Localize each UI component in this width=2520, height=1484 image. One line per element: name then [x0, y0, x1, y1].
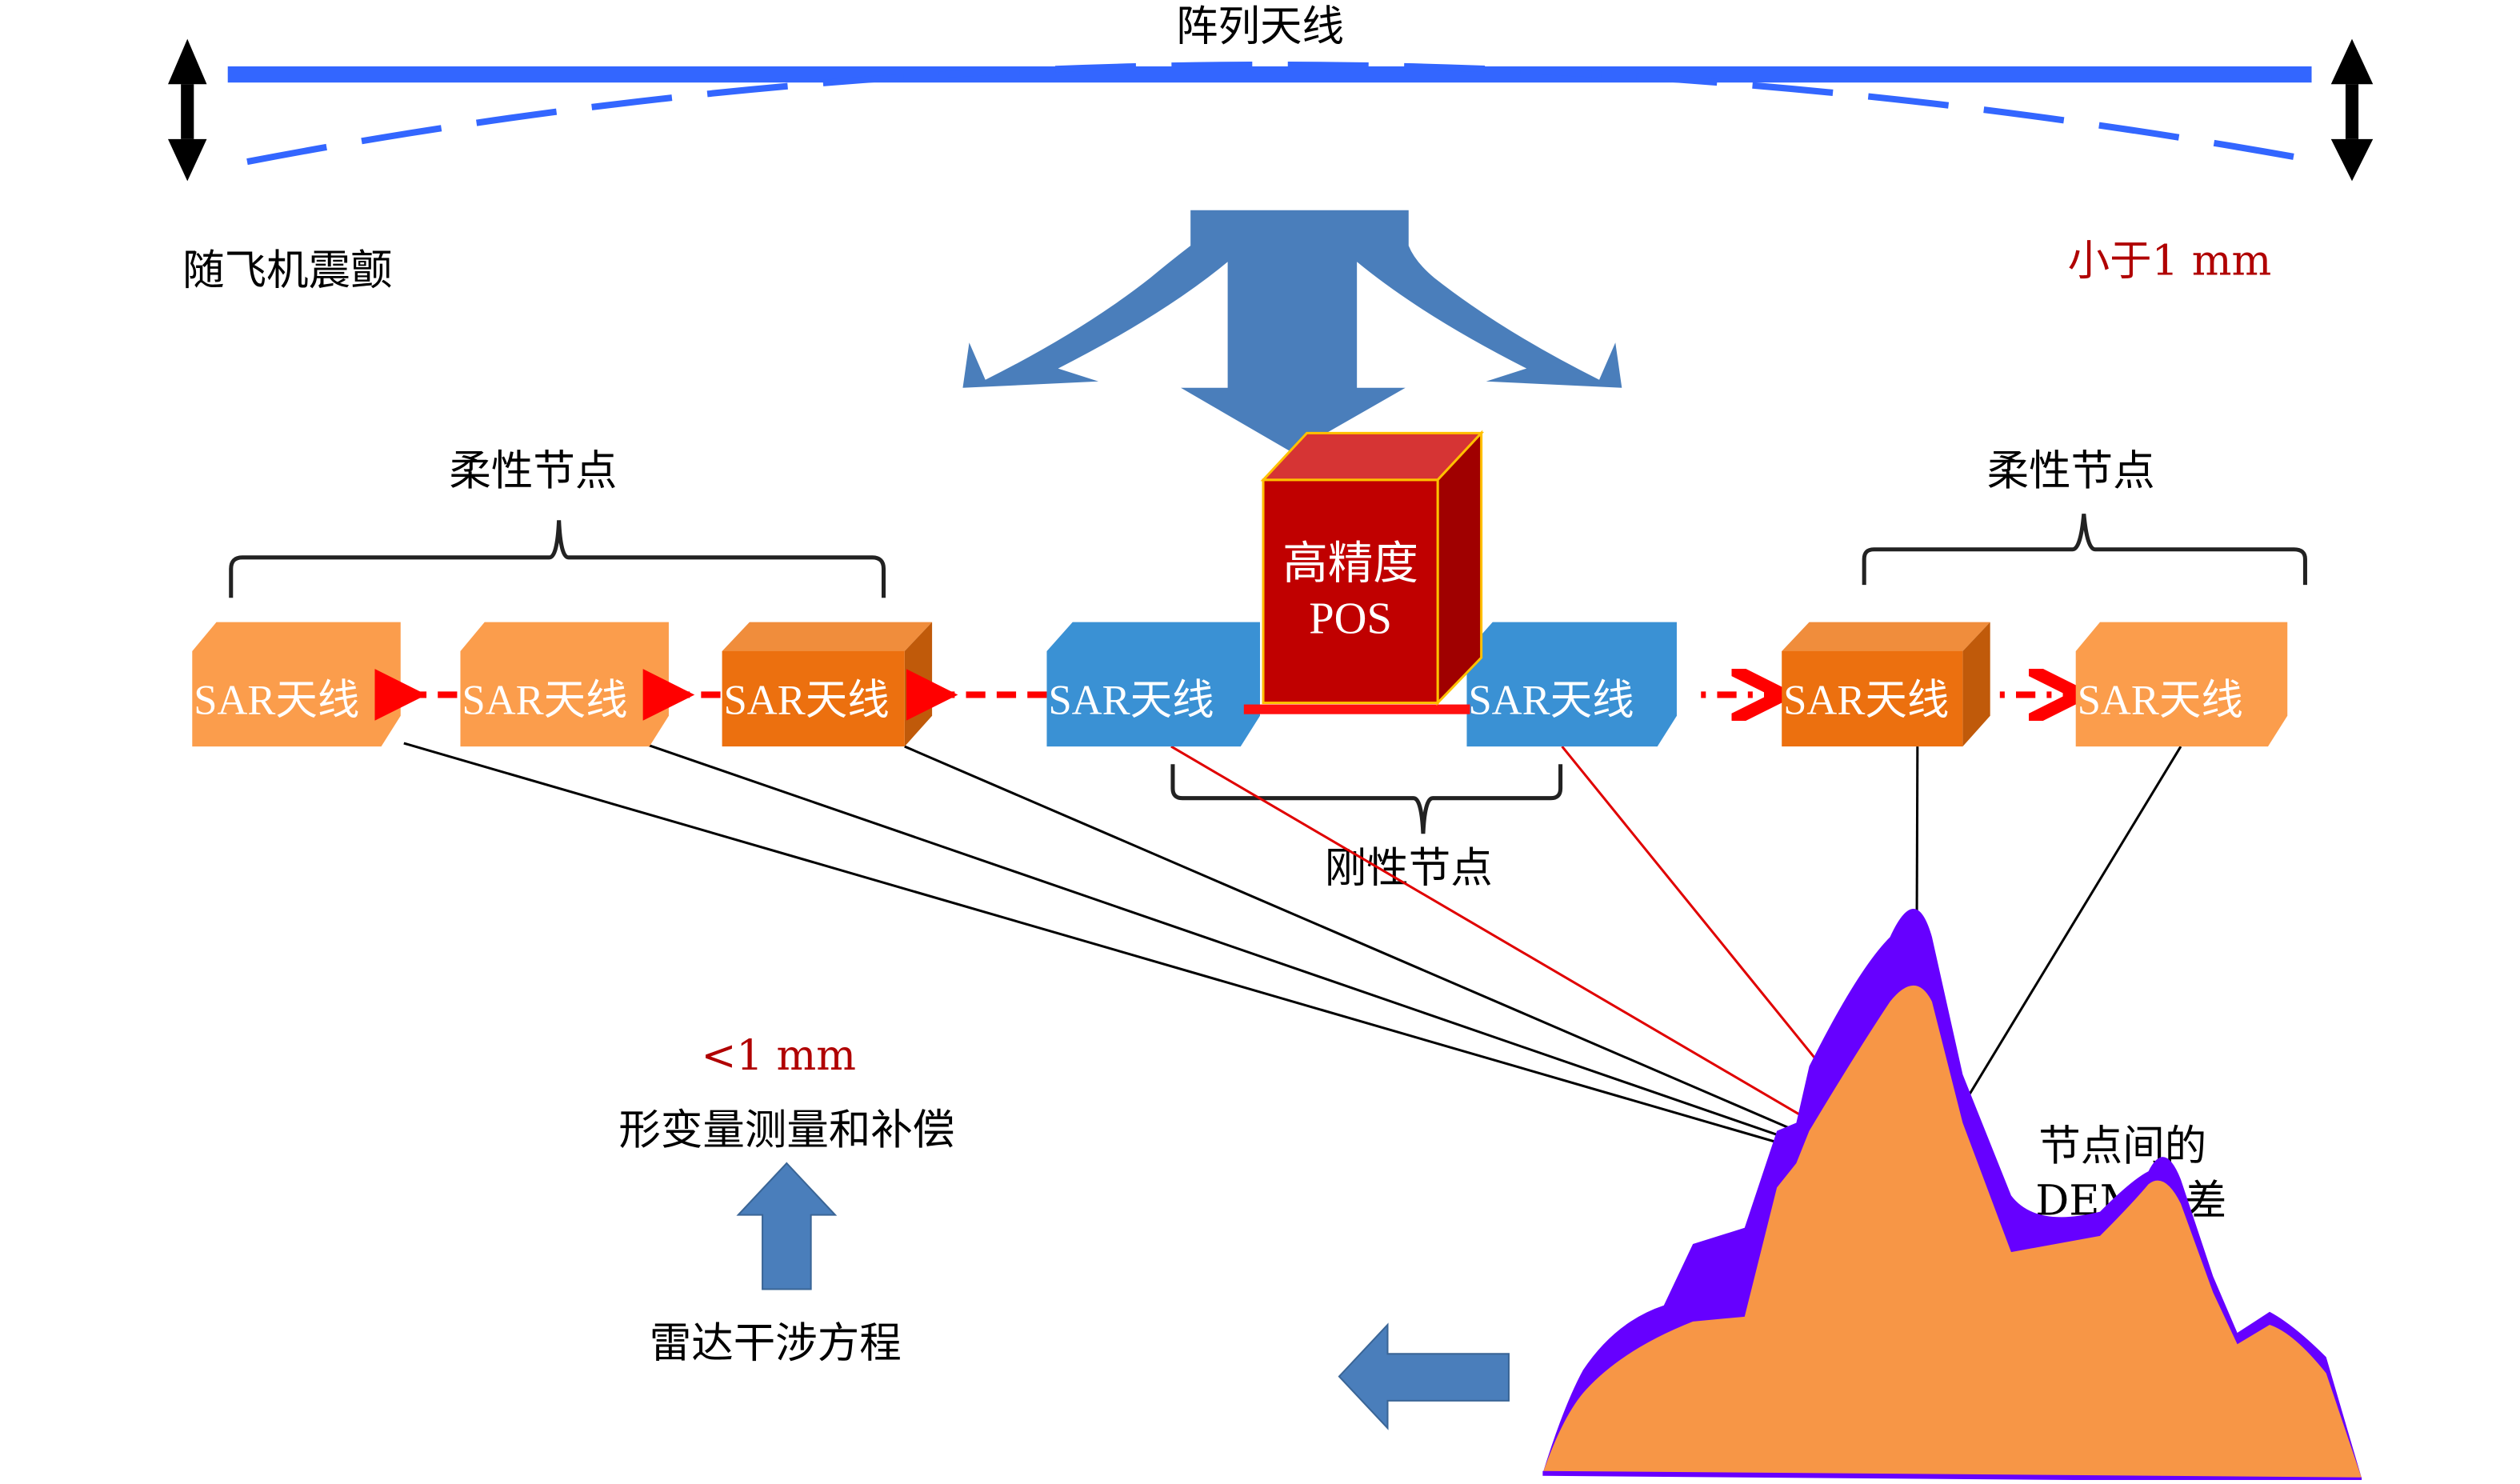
- left-arrow-icon: [1338, 1322, 1510, 1430]
- sar-antenna-label: SAR天线: [1468, 678, 1634, 724]
- sar-antenna-3: SAR天线: [722, 622, 933, 747]
- pos-label-line1: 高精度: [1282, 539, 1418, 589]
- sar-antenna-label: SAR天线: [2078, 678, 2243, 724]
- sar-antenna-2: SAR天线: [460, 622, 669, 747]
- look-line-rigid: [1170, 745, 1917, 1184]
- sar-antenna-label: SAR天线: [1783, 678, 1949, 724]
- sar-antenna-rigid-left: SAR天线: [1046, 622, 1260, 747]
- look-line: [403, 742, 1917, 1184]
- pos-label-line2: POS: [1309, 594, 1392, 644]
- array-antenna-bar: [227, 66, 2312, 83]
- vibration-arrow-right-icon: [2330, 38, 2374, 182]
- sar-antenna-label: SAR天线: [194, 678, 359, 724]
- rigid-bracket: [1170, 764, 1563, 834]
- vibration-label: 随飞机震颤: [182, 246, 393, 295]
- up-arrow-icon: [736, 1162, 838, 1290]
- deformed-antenna-curve: [246, 61, 2322, 166]
- radar-interferometry-equation-label: 雷达干涉方程: [650, 1318, 902, 1367]
- deformation-compensation-label: 形变量测量和补偿: [618, 1106, 954, 1154]
- look-line: [904, 745, 1917, 1184]
- pos-unit: 高精度 POS: [1260, 430, 1485, 706]
- tolerance-label-top: 小于1 mm: [2068, 236, 2272, 285]
- sar-antenna-1: SAR天线: [192, 622, 401, 747]
- sar-antenna-rigid-right: SAR天线: [1466, 622, 1677, 747]
- terrain-surface: [1542, 985, 2362, 1478]
- sar-antenna-label: SAR天线: [1048, 678, 1214, 724]
- look-line: [642, 742, 1917, 1184]
- flexible-node-label-left: 柔性节点: [449, 446, 617, 495]
- sar-antenna-label: SAR天线: [724, 678, 890, 724]
- array-antenna-title: 阵列天线: [1176, 2, 1344, 51]
- rigid-link: [1243, 704, 1470, 714]
- vibration-arrow-left-icon: [168, 38, 207, 182]
- dem-deviation-label-line1: 节点间的: [2038, 1122, 2206, 1170]
- tolerance-label: <1 mm: [701, 1031, 856, 1080]
- terrain-mountain: [1542, 909, 2362, 1482]
- sar-antenna-6: SAR天线: [1782, 622, 1990, 747]
- flexible-node-label-right: 柔性节点: [1987, 446, 2155, 495]
- flexible-bracket-left: [229, 520, 886, 598]
- fork-arrow-icon: [962, 210, 1622, 453]
- sar-antenna-7: SAR天线: [2075, 622, 2288, 747]
- flexible-bracket-right: [1862, 514, 2307, 586]
- sar-antenna-label: SAR天线: [462, 678, 627, 724]
